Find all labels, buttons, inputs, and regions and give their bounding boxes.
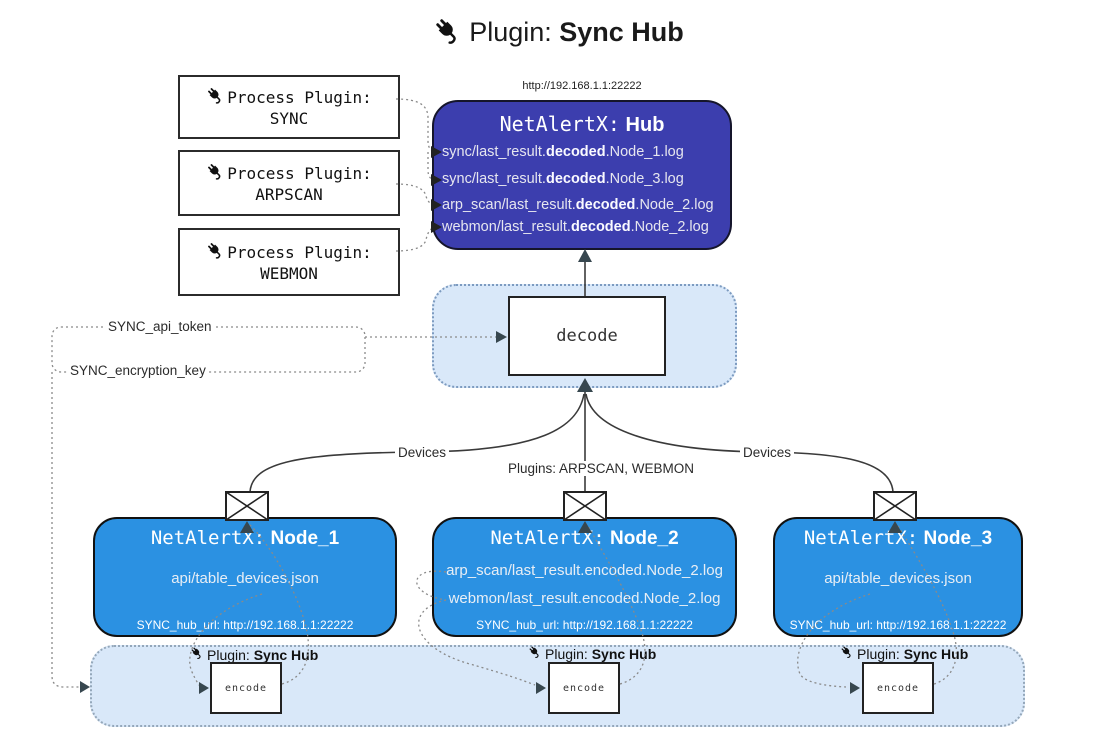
encoder-2-label: Plugin: Sync Hub bbox=[528, 645, 656, 662]
edge-settings-to-band bbox=[51, 372, 80, 688]
process-plugin-name: SYNC bbox=[269, 109, 309, 128]
sync-api-token-label: SYNC_api_token bbox=[105, 319, 215, 334]
hub-log-line: webmon/last_result.decoded.Node_2.log bbox=[442, 219, 709, 235]
encode-box: encode bbox=[548, 662, 620, 714]
process-plugin-label: Process Plugin: bbox=[227, 88, 372, 107]
encoder-1-label: Plugin: Sync Hub bbox=[190, 646, 318, 663]
process-plugin-name: WEBMON bbox=[260, 264, 318, 283]
hub-url-label: http://192.168.1.1:22222 bbox=[522, 80, 642, 92]
process-plugin-label: Process Plugin: bbox=[227, 243, 372, 262]
node-1-hub-url: SYNC_hub_url: http://192.168.1.1:22222 bbox=[136, 618, 354, 632]
title-prefix: Plugin: bbox=[469, 17, 552, 47]
encode-box: encode bbox=[210, 662, 282, 714]
node-1-title: NetAlertX: Node_1 bbox=[150, 527, 340, 549]
hub-log-line: arp_scan/last_result.decoded.Node_2.log bbox=[442, 197, 714, 213]
plug-icon bbox=[840, 645, 854, 662]
node-3-hub-url: SYNC_hub_url: http://192.168.1.1:22222 bbox=[789, 618, 1007, 632]
node-3-file: api/table_devices.json bbox=[824, 570, 972, 587]
hub-log-line: sync/last_result.decoded.Node_3.log bbox=[442, 171, 684, 187]
plug-icon bbox=[206, 241, 225, 264]
edge-label-plugins: Plugins: ARPSCAN, WEBMON bbox=[505, 461, 698, 476]
hub-title: NetAlertX: Hub bbox=[432, 112, 732, 137]
edge-label-devices-left: Devices bbox=[395, 445, 450, 460]
edge-label-devices-right: Devices bbox=[740, 445, 795, 460]
encode-box: encode bbox=[862, 662, 934, 714]
edge-node1-devices bbox=[249, 393, 585, 493]
edge-sync-to-hub bbox=[395, 98, 437, 153]
hub-title-prefix: NetAlertX: bbox=[499, 112, 620, 136]
edge-arpscan-to-hub bbox=[395, 183, 436, 206]
envelope-icon bbox=[873, 491, 917, 521]
hub-title-name: Hub bbox=[625, 114, 665, 136]
process-plugin-name: ARPSCAN bbox=[255, 185, 323, 204]
process-plugin-sync: Process Plugin: SYNC bbox=[178, 75, 400, 139]
encoder-3-label: Plugin: Sync Hub bbox=[840, 645, 968, 662]
node-2-file: webmon/last_result.encoded.Node_2.log bbox=[448, 590, 721, 607]
node-2-file: arp_scan/last_result.encoded.Node_2.log bbox=[446, 562, 723, 579]
node-3-title: NetAlertX: Node_3 bbox=[803, 527, 993, 549]
plug-icon bbox=[528, 645, 542, 662]
decode-label: decode bbox=[556, 326, 618, 346]
title-name: Sync Hub bbox=[559, 17, 684, 47]
process-plugin-label: Process Plugin: bbox=[227, 164, 372, 183]
arrowhead-settings-band bbox=[80, 681, 90, 693]
envelope-icon bbox=[563, 491, 607, 521]
plug-icon bbox=[206, 86, 225, 109]
plug-icon bbox=[206, 162, 225, 185]
node-2-hub-url: SYNC_hub_url: http://192.168.1.1:22222 bbox=[476, 618, 693, 632]
plug-icon bbox=[190, 646, 204, 663]
process-plugin-webmon: Process Plugin: WEBMON bbox=[178, 228, 400, 296]
arrowhead-decode-to-hub bbox=[578, 249, 592, 262]
hub-log-line: sync/last_result.decoded.Node_1.log bbox=[442, 144, 684, 160]
sync-encryption-key-label: SYNC_encryption_key bbox=[67, 363, 209, 378]
edge-webmon-to-hub bbox=[395, 226, 436, 252]
edge-node3-devices bbox=[585, 393, 894, 493]
process-plugin-arpscan: Process Plugin: ARPSCAN bbox=[178, 150, 400, 216]
envelope-icon bbox=[225, 491, 269, 521]
decode-box: decode bbox=[508, 296, 666, 376]
plug-icon bbox=[433, 16, 463, 53]
node-1-file: api/table_devices.json bbox=[171, 570, 319, 587]
hub-box bbox=[432, 100, 732, 250]
node-2-title: NetAlertX: Node_2 bbox=[490, 527, 679, 549]
page-title: Plugin: Sync Hub bbox=[0, 16, 1117, 53]
